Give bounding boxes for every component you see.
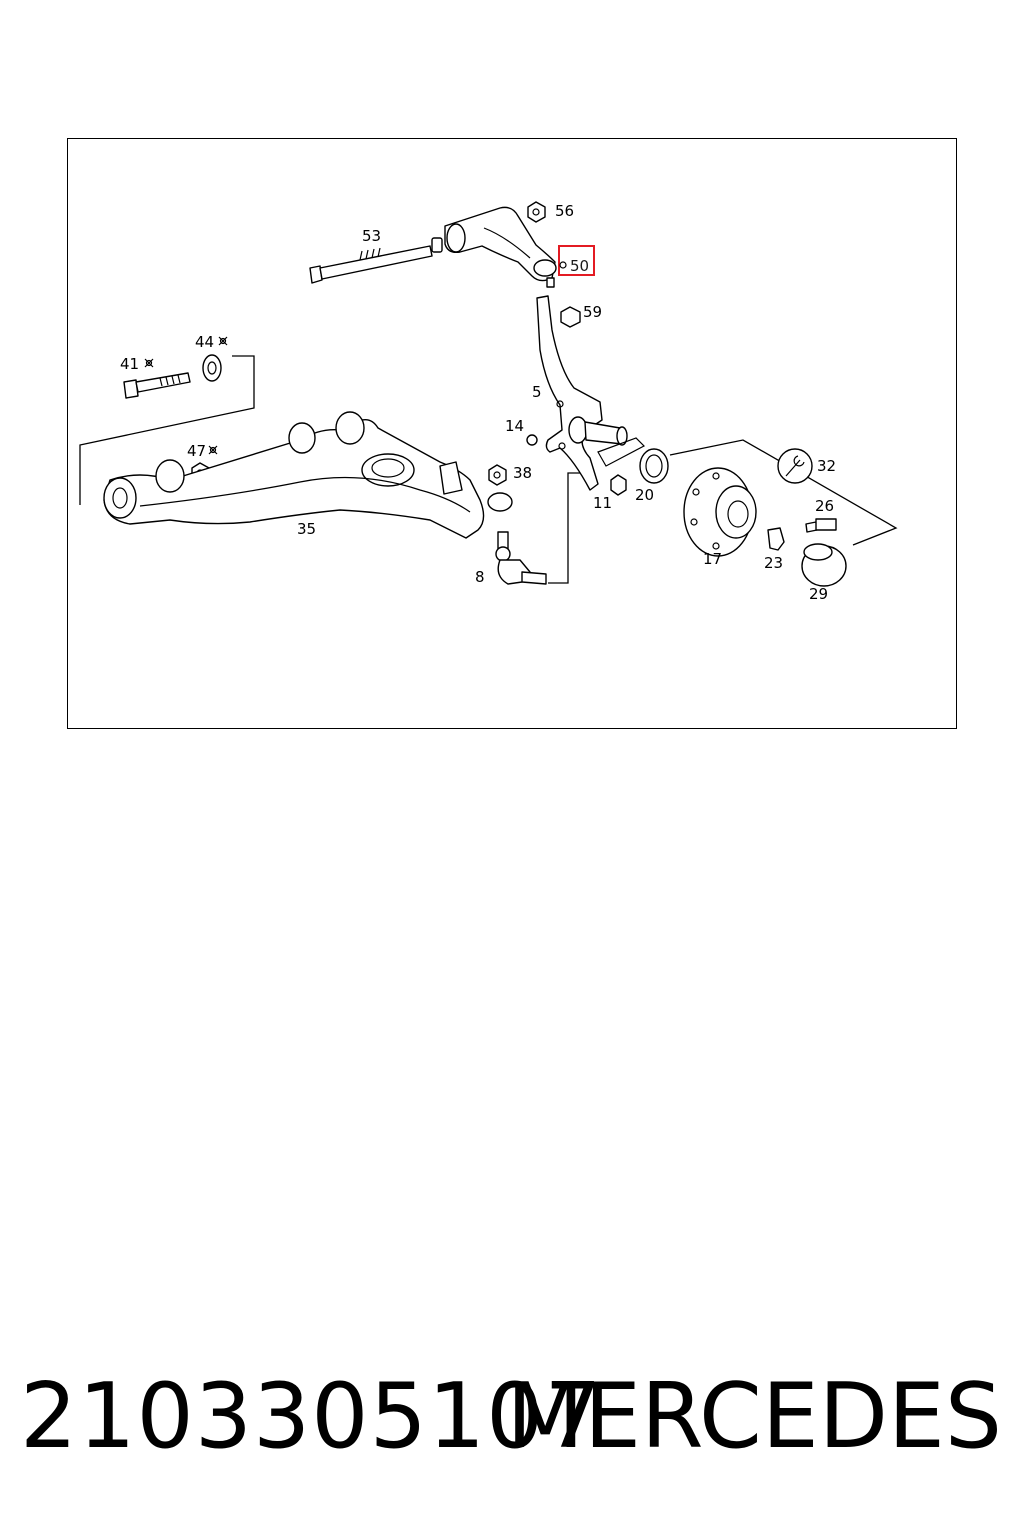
brand-name: MERCEDES	[506, 1364, 1002, 1469]
guide-line-balljoint	[548, 472, 585, 584]
callout-32[interactable]: 32	[817, 457, 836, 475]
callout-41[interactable]: 41	[120, 355, 139, 373]
highlight-box-50	[558, 245, 595, 276]
bolt-14[interactable]	[526, 434, 538, 446]
wrench-symbol-32	[777, 448, 813, 484]
seal-ring-20[interactable]	[639, 448, 669, 484]
callout-53[interactable]: 53	[362, 227, 381, 245]
callout-50-marker	[559, 261, 567, 269]
callout-5[interactable]: 5	[532, 383, 542, 401]
callout-23[interactable]: 23	[764, 554, 783, 572]
nut-56[interactable]	[527, 201, 546, 223]
ball-joint-8[interactable]	[495, 531, 547, 585]
bolt-41[interactable]	[123, 372, 191, 399]
set-symbol-icon	[144, 336, 228, 455]
callout-50[interactable]: 50	[570, 257, 589, 275]
nut-59[interactable]	[560, 306, 581, 328]
parts-diagram-frame	[67, 138, 957, 729]
washer-44[interactable]	[202, 354, 222, 382]
callout-59[interactable]: 59	[583, 303, 602, 321]
callout-38[interactable]: 38	[513, 464, 532, 482]
callout-14[interactable]: 14	[505, 417, 524, 435]
callout-17[interactable]: 17	[703, 550, 722, 568]
clamp-nut-23[interactable]	[767, 527, 785, 551]
callout-44[interactable]: 44	[195, 333, 214, 351]
guide-line-hub	[669, 439, 898, 546]
nut-38[interactable]	[488, 464, 507, 486]
lower-control-arm-35[interactable]	[103, 411, 513, 539]
wheel-hub-17[interactable]	[683, 467, 757, 557]
hub-cap-29[interactable]	[801, 543, 847, 587]
callout-26[interactable]: 26	[815, 497, 834, 515]
callout-47[interactable]: 47	[187, 442, 206, 460]
nut-11[interactable]	[610, 474, 627, 496]
callout-20[interactable]: 20	[635, 486, 654, 504]
upper-control-arm[interactable]	[444, 206, 557, 288]
callout-35[interactable]: 35	[297, 520, 316, 538]
part-number: 2103305107	[20, 1364, 603, 1469]
guide-line-left	[79, 355, 255, 505]
callout-29[interactable]: 29	[809, 585, 828, 603]
callout-56[interactable]: 56	[555, 202, 574, 220]
front-suspension-exploded-diagram: 53 56 50 59 41 44 5 14 47 38 32 11 20 26…	[79, 201, 898, 603]
callout-8[interactable]: 8	[475, 568, 485, 586]
product-footer: 2103305107 MERCEDES	[0, 1362, 1024, 1472]
callout-11[interactable]: 11	[593, 494, 612, 512]
bolt-26[interactable]	[805, 518, 837, 533]
steering-knuckle-5[interactable]	[536, 295, 646, 491]
bolt-53[interactable]	[309, 237, 443, 284]
